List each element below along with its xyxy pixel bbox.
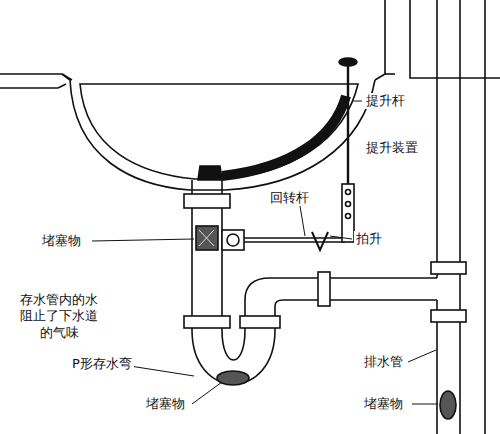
part-label: 堵塞物 — [362, 396, 405, 412]
part-label: 拍升 — [354, 231, 384, 247]
note-text: 存水管内的水 阻止了下水道 的气味 — [16, 292, 102, 341]
part-label: 堵塞物 — [40, 233, 83, 249]
part-label: 提升装置 — [364, 140, 420, 156]
part-label: P形存水弯 — [70, 356, 134, 372]
part-label: 堵塞物 — [144, 396, 187, 412]
part-label: 排水管 — [362, 354, 405, 370]
part-label: 回转杆 — [268, 190, 311, 206]
part-label: 提升杆 — [364, 93, 407, 109]
